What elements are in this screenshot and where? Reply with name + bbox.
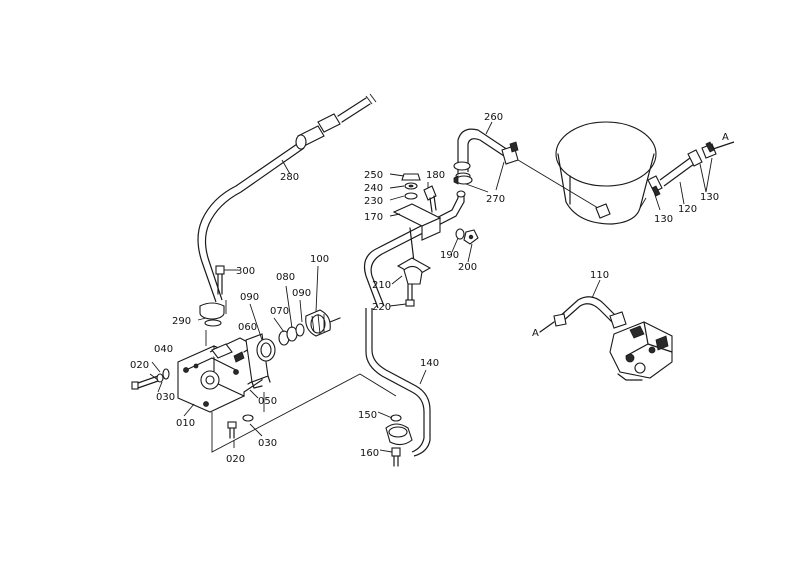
pipe-140 [363, 190, 466, 457]
label-030b: 030 [258, 438, 277, 449]
reference-lines [205, 300, 397, 453]
label-260: 260 [484, 112, 503, 123]
inset-pump [609, 321, 673, 381]
leader-lines [149, 121, 713, 453]
hose-leader [517, 159, 599, 209]
label-090b: 090 [292, 288, 311, 299]
banjo-fitting-150 [385, 414, 413, 467]
label-280: 280 [280, 172, 299, 183]
label-100: 100 [310, 254, 329, 265]
label-040: 040 [154, 344, 173, 355]
label-070: 070 [270, 306, 289, 317]
label-030a: 030 [156, 392, 175, 403]
pump-010 [177, 337, 263, 413]
label-020b: 020 [226, 454, 245, 465]
label-130b: 130 [700, 192, 719, 203]
label-180: 180 [426, 170, 445, 181]
coupling-parts-070-100 [278, 309, 341, 346]
bolt-300 [215, 265, 232, 295]
label-290: 290 [172, 316, 191, 327]
hardware-230-250 [401, 173, 421, 200]
label-150: 150 [358, 410, 377, 421]
label-060: 060 [238, 322, 257, 333]
label-160: 160 [360, 448, 379, 459]
bracket-170 [392, 203, 442, 285]
label-130a: 130 [654, 214, 673, 225]
label-ref-a1: A [722, 132, 729, 143]
label-120: 120 [678, 204, 697, 215]
bolt-180 [423, 185, 437, 213]
label-ref-a2: A [532, 328, 539, 339]
bolt-020-left [131, 368, 170, 390]
hardware-190-200 [455, 228, 479, 245]
label-090a: 090 [240, 292, 259, 303]
bolt-220 [405, 283, 415, 307]
label-240: 240 [364, 183, 383, 194]
label-200: 200 [458, 262, 477, 273]
label-110: 110 [590, 270, 609, 281]
label-170: 170 [364, 212, 383, 223]
label-270: 270 [486, 194, 505, 205]
label-050: 050 [258, 396, 277, 407]
hose-clips-130 [647, 141, 717, 197]
label-190: 190 [440, 250, 459, 261]
hose-clips-270 [453, 141, 519, 185]
banjo-fitting-290 [199, 302, 225, 327]
part-labels: 300 280 290 090 080 070 090 100 060 040 … [130, 112, 729, 465]
label-250: 250 [364, 170, 383, 181]
label-210: 210 [372, 280, 391, 291]
inset-hose-110 [539, 296, 627, 333]
gasket-060 [256, 338, 276, 362]
label-300: 300 [236, 266, 255, 277]
fuel-tank [555, 121, 657, 225]
label-140: 140 [420, 358, 439, 369]
label-010: 010 [176, 418, 195, 429]
label-230: 230 [364, 196, 383, 207]
pipe-280 [197, 93, 377, 303]
label-220: 220 [372, 302, 391, 313]
label-020a: 020 [130, 360, 149, 371]
label-080: 080 [276, 272, 295, 283]
bolt-020-bottom [227, 414, 254, 439]
